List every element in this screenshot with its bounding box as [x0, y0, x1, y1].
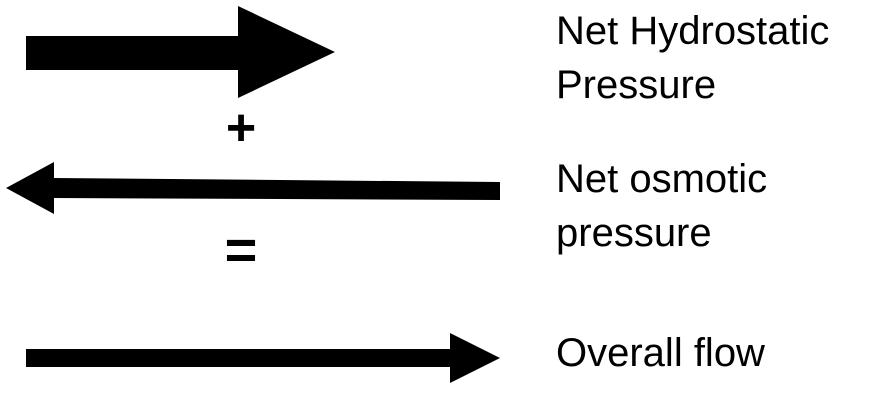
- overall-flow-label-text: Overall flow: [556, 331, 765, 375]
- overall-flow-label: Overall flow: [556, 326, 765, 380]
- hydrostatic-pressure-label: Net Hydrostatic Pressure: [556, 4, 829, 112]
- plus-operator: +: [225, 99, 257, 157]
- osmotic-pressure-label: Net osmotic pressure: [556, 152, 767, 260]
- hydrostatic-arrow: [26, 6, 335, 98]
- hydrostatic-label-line2: Pressure: [556, 63, 717, 107]
- hydrostatic-label-line1: Net Hydrostatic: [556, 9, 830, 53]
- osmotic-label-line2: pressure: [556, 211, 712, 255]
- osmotic-label-line1: Net osmotic: [556, 157, 768, 201]
- overall-flow-arrow: [26, 333, 500, 383]
- osmotic-arrow: [6, 162, 500, 214]
- equals-operator: =: [224, 218, 258, 281]
